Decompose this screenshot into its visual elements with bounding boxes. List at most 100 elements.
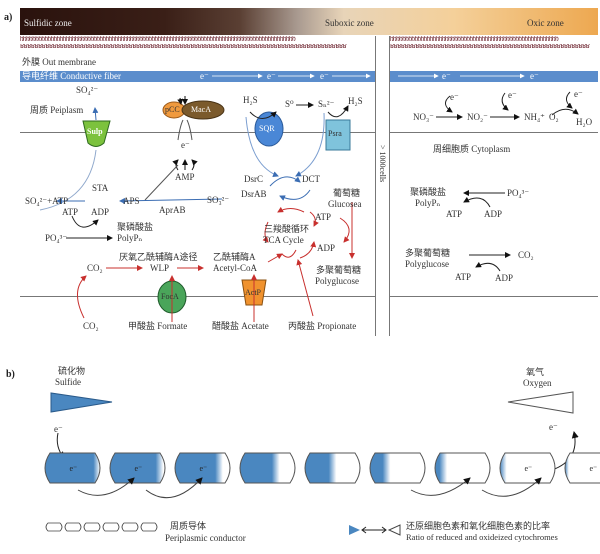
electron-out-label: e⁻ xyxy=(549,422,558,432)
legend-conductor-segment xyxy=(64,522,82,532)
oxygen-gradient-wedge xyxy=(507,391,574,414)
conductor-segment xyxy=(109,452,166,484)
acetyl-coa-en-label: Acetyl-CoA xyxy=(213,263,257,273)
fiber-electron-label: e⁻ xyxy=(530,71,539,81)
electron-in-label: e⁻ xyxy=(54,424,63,434)
segment-electron-label: e⁻ xyxy=(525,464,533,473)
electron-label: e⁻ xyxy=(574,89,583,99)
so4-top-label: SO₄²⁻ xyxy=(76,85,99,95)
atp-label: ATP xyxy=(446,209,463,219)
cytoplasm-label: 周细胞质 Cytoplasm xyxy=(433,144,511,154)
periplasmic-conductor-cn: 周质导体 xyxy=(170,521,207,531)
polyp-cn-label: 聚磷酸盐 xyxy=(410,187,447,197)
po4-label: PO₄³⁻ xyxy=(45,233,68,243)
conductor-segment xyxy=(44,452,101,484)
sta-label: STA xyxy=(92,183,109,193)
conductor-segment xyxy=(499,452,556,484)
cells-count-label: > 1000cells xyxy=(378,145,388,183)
periplasm-boundary-right xyxy=(390,296,598,297)
polyp-cn-label: 聚磷酸盐 xyxy=(117,222,154,232)
amp-label: AMP xyxy=(175,172,195,182)
sulfide-cn-label: 硫化物 xyxy=(58,366,86,376)
sulfide-gradient-wedge xyxy=(50,392,113,413)
segment-electron-label: e⁻ xyxy=(590,464,598,473)
fiber-electron-label: e⁻ xyxy=(320,71,329,81)
polyglucose-en-label: Polyglucose xyxy=(315,276,359,286)
tca-en-label: TCA Cycle xyxy=(263,235,304,245)
legend-conductor-segment xyxy=(102,522,120,532)
polyglucose-cn-label: 多聚葡萄糖 xyxy=(405,248,451,258)
cytochrome-ratio-cn: 还原细胞色素和氧化细胞色素的比率 xyxy=(406,521,551,531)
polyglucose-en-label: Polyglucose xyxy=(405,259,449,269)
dsrab-label: DsrAB xyxy=(241,189,267,199)
conductor-segment xyxy=(304,452,361,484)
so3-label: SO₃²⁻ xyxy=(207,195,230,205)
periplasmic-conductor-legend-icon xyxy=(45,522,158,532)
atp-label: ATP xyxy=(62,207,79,217)
glucose-en-label: Glucosea xyxy=(328,199,362,209)
periplasmic-conductor-en: Periplasmic conductor xyxy=(165,533,246,543)
po4-label: PO₄³⁻ xyxy=(507,188,530,198)
adp-label: ADP xyxy=(317,243,336,253)
periplasm-label: 周质 Peiplasm xyxy=(30,105,84,115)
suboxic-zone-label: Suboxic zone xyxy=(325,18,374,28)
h2s-label: H₂S xyxy=(243,95,258,105)
wlp-cn-label: 厌氧乙酰辅酶A途径 xyxy=(119,252,198,262)
polyp-en-label: PolyPₙ xyxy=(415,198,441,208)
segment-electron-label: e⁻ xyxy=(135,464,143,473)
outer-membrane-left: ჩჩჩჩჩჩჩჩჩჩჩჩჩჩჩჩჩჩჩჩჩჩჩჩჩჩჩჩჩჩჩჩჩჩჩჩჩჩჩჩ… xyxy=(20,36,347,50)
adp-label: ADP xyxy=(91,207,110,217)
oxic-zone-label: Oxic zone xyxy=(527,18,564,28)
electron-hop-arrow xyxy=(481,477,542,497)
tca-cn-label: 三羧酸循环 xyxy=(264,224,310,234)
periplasm-boundary-left xyxy=(20,296,375,297)
dsrc-label: DsrC xyxy=(244,174,264,184)
conductor-segment xyxy=(369,452,426,484)
water-label: H₂O xyxy=(576,117,593,127)
conductor-segment xyxy=(174,452,231,484)
actp-label: ActP xyxy=(245,288,261,297)
conductor-segment xyxy=(434,452,491,484)
fiber-electron-label: e⁻ xyxy=(267,71,276,81)
atp-label: ATP xyxy=(455,272,472,282)
sulfidic-zone-label: Sulfidic zone xyxy=(24,18,72,28)
psra-protein xyxy=(325,119,351,151)
wlp-label: WLP xyxy=(150,263,169,273)
fiber-electron-label: e⁻ xyxy=(442,71,451,81)
conductive-fiber-left xyxy=(20,71,376,82)
h2s-product-label: H₂S xyxy=(348,96,363,106)
reduced-wedge-legend-icon xyxy=(349,525,360,535)
glucose-cn-label: 葡萄糖 xyxy=(333,188,361,198)
nitrite-label: NO₂⁻ xyxy=(467,112,488,122)
out-membrane-label: 外膜 Out membrane xyxy=(22,57,96,67)
oxygen-label: O₂ xyxy=(549,112,559,122)
s0-label: S⁰ xyxy=(285,99,294,109)
electron-hop-arrow xyxy=(145,477,203,499)
propionate-label: 丙酸盐 Propionate xyxy=(288,321,357,331)
electron-label: e⁻ xyxy=(508,90,517,100)
aprab-label: AprAB xyxy=(159,205,186,215)
cell-boundary-line-left xyxy=(375,36,376,336)
polysulfide-label: Sₙ²⁻ xyxy=(318,99,335,109)
panel-b-label: b) xyxy=(6,369,15,380)
cell-boundary-line-right xyxy=(389,36,390,336)
conductive-fiber-right xyxy=(390,71,598,82)
sulfide-en-label: Sulfide xyxy=(55,377,81,387)
dct-label: DCT xyxy=(302,174,320,184)
inner-membrane-left xyxy=(20,132,375,133)
conductive-fiber-label: 导电纤维 Conductive fiber xyxy=(22,71,121,81)
adp-label: ADP xyxy=(495,273,514,283)
fiber-electron-label: e⁻ xyxy=(200,71,209,81)
panel-a-label: a) xyxy=(4,12,13,23)
cytochrome-ratio-en: Ratio of reduced and oxideized cytochrom… xyxy=(406,532,558,542)
legend-conductor-segment xyxy=(45,522,63,532)
polyglucose-cn-label: 多聚葡萄糖 xyxy=(316,265,362,275)
sqr-label: SQR xyxy=(259,124,275,133)
adp-label: ADP xyxy=(484,209,503,219)
nitrate-label: NO₃⁻ xyxy=(413,112,434,122)
segment-electron-label: e⁻ xyxy=(200,464,208,473)
ammonium-label: NH₄⁺ xyxy=(524,112,545,122)
outer-membrane-right: ჩჩჩჩჩჩჩჩჩჩჩჩჩჩჩჩჩჩჩჩჩჩჩჩჩჩჩჩჩჩჩჩჩჩჩჩჩჩჩჩ… xyxy=(390,36,590,50)
polyp-en-label: PolyPₙ xyxy=(117,233,143,243)
